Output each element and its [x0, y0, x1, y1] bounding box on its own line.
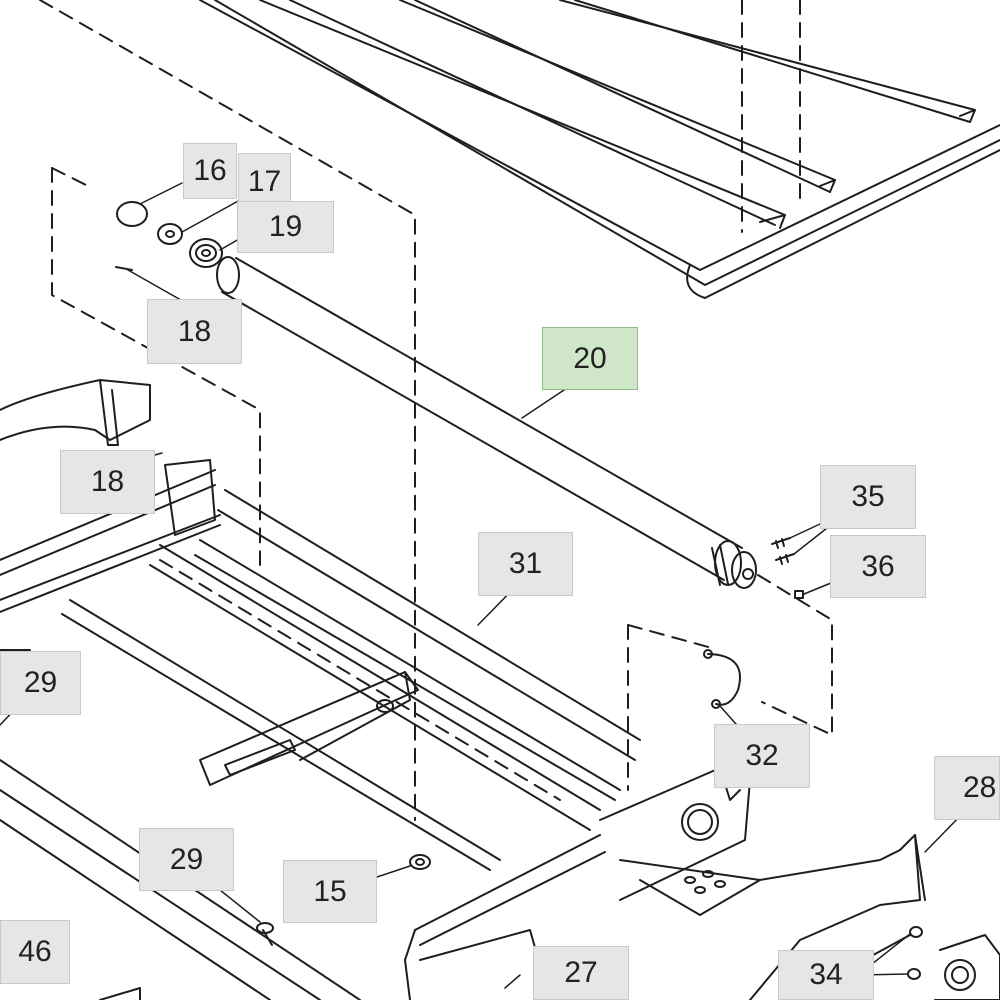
- retaining-clip-icon: [703, 649, 741, 709]
- upper-deck-frame: [199, 0, 1000, 299]
- right-hardware-box: [627, 574, 833, 791]
- washer-icon: [157, 223, 183, 245]
- callout-20-selected[interactable]: 20: [542, 327, 638, 390]
- flange-nut-icon: [409, 854, 431, 870]
- callout-29-bottom[interactable]: 29: [139, 828, 234, 891]
- pin-icon: [115, 266, 133, 271]
- callout-46[interactable]: 46: [0, 920, 70, 984]
- roller-tube: [216, 256, 757, 589]
- callout-32[interactable]: 32: [714, 724, 810, 788]
- callout-29-left[interactable]: 29: [0, 651, 81, 715]
- frame-dashed-guide: [159, 559, 561, 801]
- callout-34[interactable]: 34: [778, 950, 874, 1000]
- callout-35[interactable]: 35: [820, 465, 916, 529]
- set-screw-icon: [794, 590, 804, 599]
- callout-15[interactable]: 15: [283, 860, 377, 923]
- snap-ring-icon: [116, 201, 148, 227]
- callout-36[interactable]: 36: [830, 535, 926, 598]
- callout-18-upper[interactable]: 18: [147, 299, 242, 364]
- hardware-group-box: [51, 167, 261, 566]
- callout-31[interactable]: 31: [478, 532, 573, 596]
- main-frame: [0, 379, 1000, 1000]
- carriage-bolt-icon: [256, 922, 274, 946]
- callout-27[interactable]: 27: [533, 946, 629, 1000]
- upper-deck-dash-guides: [39, 0, 801, 821]
- callout-16[interactable]: 16: [183, 143, 237, 199]
- callout-28[interactable]: 28: [934, 756, 1000, 820]
- callout-19[interactable]: 19: [237, 201, 334, 253]
- callout-18-lower[interactable]: 18: [60, 450, 155, 514]
- bolt-icon: [771, 537, 795, 565]
- callout-17[interactable]: 17: [238, 153, 291, 210]
- nut-icon: [189, 238, 223, 268]
